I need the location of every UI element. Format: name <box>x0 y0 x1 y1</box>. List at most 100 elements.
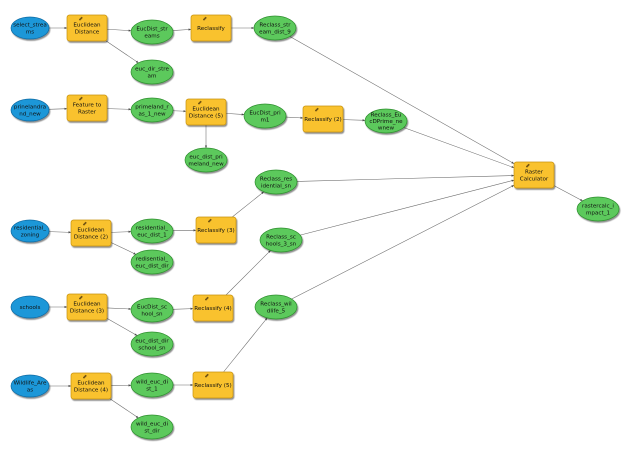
connector-reclass_euc-to-raster_calculator[interactable] <box>403 127 515 168</box>
node-label-line: hool_sn <box>141 311 163 317</box>
node-label-line: idential_sn <box>261 183 292 189</box>
node-label-line: Reclass_str <box>259 23 291 29</box>
connector-euc_dist_5-to-eucdist_prim[interactable] <box>225 113 245 116</box>
node-label-line: wnew <box>378 126 395 132</box>
node-label-line: Reclassify (2) <box>304 117 341 123</box>
node-label-line: Distance (3) <box>70 308 104 314</box>
node-label-line: Euclidean <box>192 107 220 113</box>
node-label-line: Reclassify (3) <box>197 228 234 234</box>
output-node-primeland-new[interactable]: primeland_ras_1_new <box>130 97 174 123</box>
connector-euc_dist_3-to-euc_dist_school[interactable] <box>106 318 138 336</box>
output-data-ellipse <box>254 294 298 320</box>
node-label-line: wild_euc_di <box>136 422 168 428</box>
output-data-ellipse <box>130 414 174 440</box>
connector-feature_to_raster-to-primeland_new[interactable] <box>106 108 132 111</box>
tool-node-reclassify-5[interactable]: Reclassify (5) <box>192 371 234 399</box>
node-label-line: Distance (4) <box>74 387 108 393</box>
node-label-line: EucDist_str <box>136 27 168 33</box>
node-label-line: Calculator <box>520 176 549 182</box>
connector-reclass_wild-to-raster_calculator[interactable] <box>291 184 515 300</box>
tool-box <box>66 293 108 321</box>
output-node-residential-dir[interactable]: redisential_euc_dist_dir <box>130 249 174 275</box>
output-data-ellipse <box>130 59 174 85</box>
tool-node-reclassify-2[interactable]: Reclassify (2) <box>302 105 344 133</box>
connector-residential-to-euc_dist_2[interactable] <box>48 231 72 234</box>
node-label-line: zoning <box>21 232 40 238</box>
output-node-residential-euc[interactable]: residential_euc_dist_1 <box>130 218 174 244</box>
tool-node-reclassify-4[interactable]: Reclassify (4) <box>192 294 234 322</box>
output-node-reclass-schools[interactable]: Reclass_schools_3_sn <box>259 227 303 253</box>
connector-euc_dist_1-to-eucdist_stream[interactable] <box>106 28 132 32</box>
connector-euc_dist_1-to-euc_dir_stream[interactable] <box>106 40 139 64</box>
connector-prineland-to-feature_to_raster[interactable] <box>48 107 68 110</box>
output-node-wild-euc-dir[interactable]: wild_euc_dist_dir <box>130 414 174 440</box>
tool-node-reclassify-1[interactable]: Reclassify <box>190 14 232 42</box>
input-data-ellipse <box>10 295 50 319</box>
connector-reclassify_5-to-reclass_wild[interactable] <box>223 317 268 373</box>
tool-node-reclassify-3[interactable]: Reclassify (3) <box>195 216 237 244</box>
node-label-line: nd_new <box>19 111 41 117</box>
input-node-schools[interactable]: schools <box>10 295 50 319</box>
connector-raster_calculator-to-rastercalc[interactable] <box>553 185 583 202</box>
input-data-ellipse <box>10 219 50 243</box>
connector-euc_dist_2-to-residential_euc[interactable] <box>110 230 132 233</box>
node-label-line: as_1_new <box>138 111 165 117</box>
node-label-line: Reclass_res <box>260 177 292 183</box>
output-node-euc-dist-prime[interactable]: euc_dist_primeland_new <box>184 147 228 173</box>
node-label-line: hools_3_sn <box>266 241 297 247</box>
connector-reclass_stream-to-raster_calculator[interactable] <box>289 36 515 164</box>
connector-eucdist_prim-to-reclassify_2[interactable] <box>285 116 304 119</box>
connector-eucdist_school-to-reclassify_4[interactable] <box>172 307 194 310</box>
node-label-line: mpact_1 <box>586 210 610 216</box>
node-label-line: EucDist_sc <box>137 305 167 311</box>
node-label-line: dlife_5 <box>267 308 286 314</box>
tool-hammer-icon <box>204 296 209 301</box>
output-node-reclass-res[interactable]: Reclass_residential_sn <box>254 169 298 195</box>
node-label-line: Reclassify <box>197 26 225 32</box>
node-label-line: schools <box>20 305 41 311</box>
tool-box <box>192 294 234 322</box>
output-data-ellipse <box>254 169 298 195</box>
output-node-eucdist-school[interactable]: EucDist_school_sn <box>130 297 174 323</box>
node-label-line: st_1 <box>146 386 158 392</box>
connector-euc_dist_2-to-residential_dir[interactable] <box>110 242 137 255</box>
node-label-line: Euclidean <box>77 381 105 387</box>
tool-hammer-icon <box>78 295 83 300</box>
output-data-ellipse <box>576 196 620 222</box>
node-label-line: Euclidean <box>77 228 105 234</box>
connector-reclass_schools-to-raster_calculator[interactable] <box>300 179 515 236</box>
node-label-line: am <box>148 73 157 79</box>
connector-euc_dist_4-to-wild_euc_dir[interactable] <box>110 398 139 419</box>
node-label-line: euc_dist_dir <box>135 339 169 345</box>
connector-euc_dist_3-to-eucdist_school[interactable] <box>106 307 132 311</box>
connector-reclassify_4-to-reclass_schools[interactable] <box>225 250 271 296</box>
connector-reclass_res-to-raster_calculator[interactable] <box>296 174 515 182</box>
output-node-wild-euc[interactable]: wild_euc_dist_1 <box>130 372 174 398</box>
connector-reclassify_2-to-reclass_euc[interactable] <box>342 119 366 122</box>
node-label-line: Reclass_wil <box>260 302 292 308</box>
connector-eucdist_stream-to-reclassify_1[interactable] <box>172 28 192 31</box>
node-label-line: Euclidean <box>73 302 101 308</box>
connector-reclassify_3-to-reclass_res[interactable] <box>232 191 265 218</box>
input-node-residential[interactable]: residential_zoning <box>10 219 50 243</box>
tool-hammer-icon <box>78 16 83 21</box>
